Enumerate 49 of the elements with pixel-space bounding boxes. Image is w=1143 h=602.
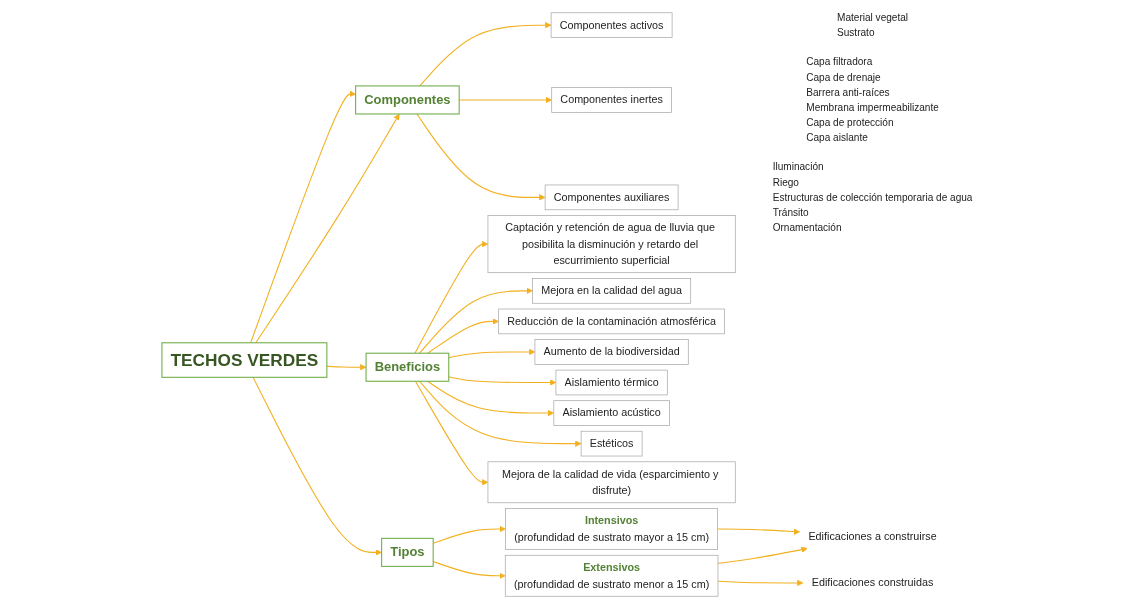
node-label: Capa filtradora (806, 56, 873, 68)
arrow (414, 380, 489, 486)
arrow (448, 348, 536, 359)
arrow (414, 240, 489, 354)
node-label: Tránsito (772, 206, 809, 218)
node-box: Mejora de la calidad de vida (esparcimiento y disfrute) (487, 461, 736, 504)
node-label: Capa de protección (806, 116, 894, 128)
node-box: Componentes inertes (551, 87, 672, 113)
node-box: Tipos (381, 537, 434, 567)
arrow (717, 546, 808, 564)
node-box: Aislamiento térmico (555, 369, 668, 396)
node-text: Edificaciones a construirse (808, 529, 937, 542)
arrow (250, 90, 356, 344)
node-box: Reducción de la contaminación atmosférica (498, 308, 725, 335)
arrow (326, 364, 367, 371)
node-box: TECHOS VERDES (161, 342, 328, 378)
node-label: Material vegetal (837, 11, 909, 24)
node-box: Estéticos (580, 430, 643, 457)
node-label: Sustrato (837, 26, 875, 39)
arrow (419, 287, 533, 354)
arrow (717, 579, 804, 587)
node-label: Membrana impermeabilizante (806, 101, 939, 113)
node-label: Ornamentación (772, 221, 842, 233)
node-box: Aumento de la biodiversidad (534, 339, 689, 365)
node-label: Capa aislante (806, 131, 868, 144)
node-label: Estructuras de colección temporaria de agua (772, 191, 973, 203)
arrow (717, 528, 801, 535)
arrow (252, 376, 382, 556)
node-box: Captación y retención de agua de lluvia que posibilita la disminución y retardo del escurrimiento superficial (487, 215, 736, 274)
node-box: Aislamiento acústico (553, 400, 670, 426)
node-box: Mejora en la calidad del agua (532, 278, 692, 304)
node-box: Componentes activos (550, 12, 673, 38)
node-label: Barrera anti-raíces (806, 86, 890, 98)
node-label: Iluminación (772, 161, 824, 173)
arrow (419, 380, 582, 447)
node-label: Capa de drenaje (806, 71, 881, 83)
node-box: Beneficios (365, 352, 450, 382)
arrow (427, 318, 499, 354)
node-box: Intensivos (profundidad de sustrato mayor a 15 cm) (505, 508, 718, 550)
node-box: Extensivos (profundidad de sustrato menor a 15 cm) (504, 554, 719, 597)
node-text: Edificaciones construidas (811, 576, 934, 589)
arrow (255, 113, 400, 344)
node-box: Componentes (355, 85, 460, 115)
arrow (448, 376, 557, 386)
node-label: Riego (772, 176, 799, 188)
node-box: Componentes auxiliares (544, 184, 679, 211)
arrow (416, 113, 546, 201)
arrow (419, 22, 552, 87)
arrow (427, 380, 555, 417)
